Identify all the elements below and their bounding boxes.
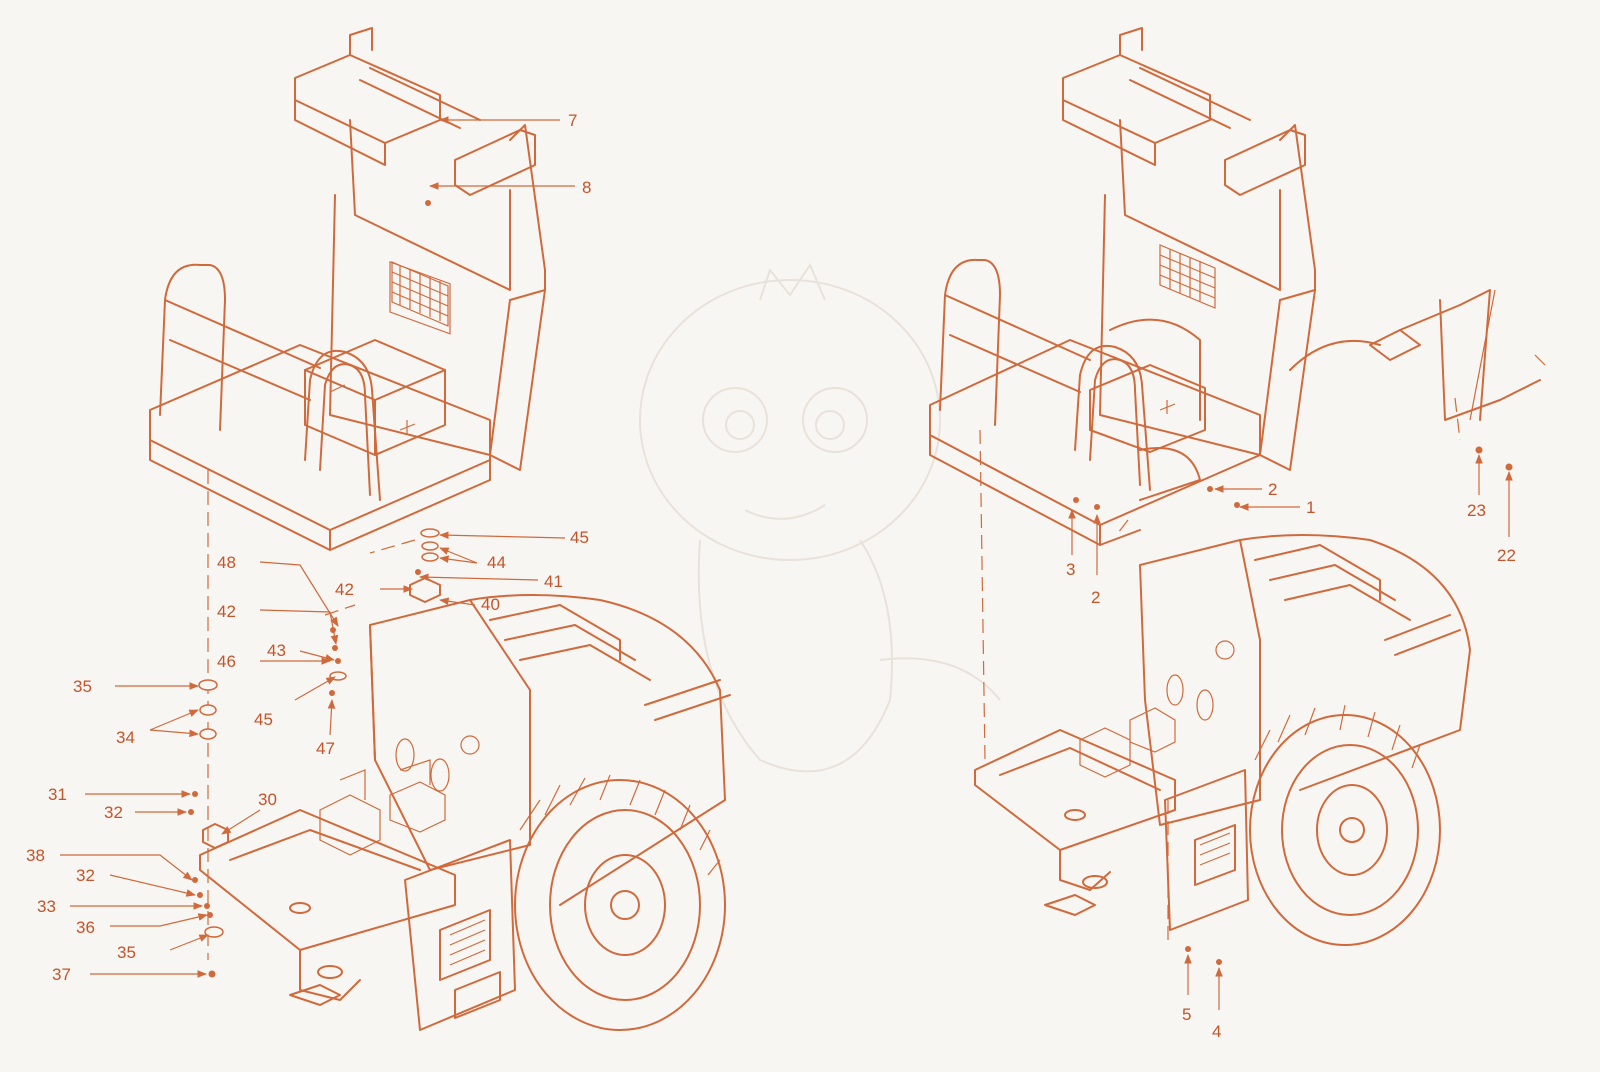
- callout-47: 47: [316, 739, 335, 758]
- left-callout-leaders: [60, 116, 575, 978]
- callout-42: 42: [217, 602, 236, 621]
- callout-32: 32: [104, 803, 123, 822]
- callout-5: 5: [1182, 1005, 1191, 1024]
- left-alignment-lines: [207, 470, 416, 960]
- callout-7: 7: [568, 111, 577, 130]
- callout-2: 2: [1091, 588, 1100, 607]
- right-hardware: [1073, 446, 1513, 965]
- callout-45: 45: [254, 710, 273, 729]
- callout-37: 37: [52, 965, 71, 984]
- callout-2: 2: [1268, 480, 1277, 499]
- grille-icon: [1159, 244, 1216, 309]
- callout-8: 8: [582, 178, 591, 197]
- callout-36: 36: [76, 918, 95, 937]
- callout-35: 35: [117, 943, 136, 962]
- left-tractor-body: [199, 594, 731, 1031]
- callout-40: 40: [481, 595, 500, 614]
- callout-44: 44: [487, 553, 506, 572]
- callout-35: 35: [73, 677, 92, 696]
- callout-1: 1: [1306, 498, 1315, 517]
- left-callout-labels: 7 8 45 44 41 42 40 48 42 43 46 45 47 35 …: [26, 111, 591, 984]
- callout-23: 23: [1467, 501, 1486, 520]
- callout-34: 34: [116, 728, 135, 747]
- callout-32: 32: [76, 866, 95, 885]
- callout-46: 46: [217, 652, 236, 671]
- callout-41: 41: [544, 572, 563, 591]
- callout-31: 31: [48, 785, 67, 804]
- callout-3: 3: [1066, 560, 1075, 579]
- right-tractor-body: [974, 534, 1471, 946]
- callout-45: 45: [570, 528, 589, 547]
- left-hardware: [188, 200, 441, 978]
- right-callout-labels: 2 1 3 2 23 22 5 4: [1066, 480, 1516, 1041]
- callout-42: 42: [335, 580, 354, 599]
- callout-33: 33: [37, 897, 56, 916]
- callout-30: 30: [258, 790, 277, 809]
- right-callout-leaders: [1068, 454, 1513, 1010]
- right-alignment-lines: [979, 397, 1461, 940]
- watermark-mascot: [639, 262, 1001, 773]
- callout-4: 4: [1212, 1022, 1221, 1041]
- callout-38: 38: [26, 846, 45, 865]
- right-cab-frame: [929, 27, 1546, 546]
- left-cab-frame: [149, 27, 546, 551]
- callout-22: 22: [1497, 546, 1516, 565]
- grille-icon: [391, 261, 449, 327]
- callout-48: 48: [217, 553, 236, 572]
- callout-43: 43: [267, 641, 286, 660]
